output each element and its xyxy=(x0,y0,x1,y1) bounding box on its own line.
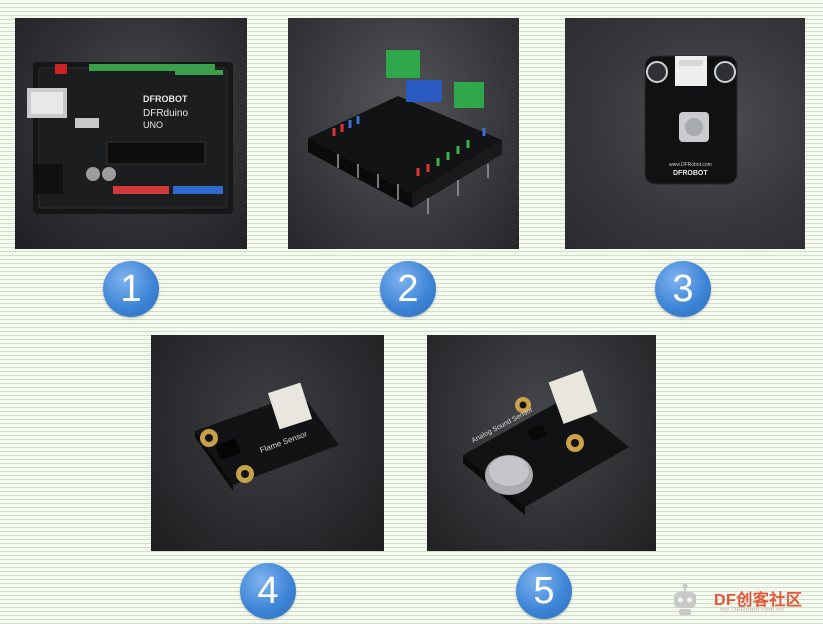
number-badge-2: 2 xyxy=(380,261,436,317)
sound-sensor-illustration: Analog Sound Sensor xyxy=(463,370,629,515)
robot-logo-icon xyxy=(674,583,696,615)
shield-illustration xyxy=(308,50,502,214)
watermark-url: mc.DFRobot.com.cn xyxy=(720,607,784,614)
watermark-brand-df: DF xyxy=(714,592,737,609)
uno-model-text: UNO xyxy=(143,120,163,130)
led-site-text: www.DFRobot.com xyxy=(669,162,712,168)
photo-led-module: www.DFRobot.com DFROBOT xyxy=(565,18,805,249)
watermark-brand: DF创客社区 xyxy=(714,586,802,610)
photo-sound-sensor: Analog Sound Sensor xyxy=(427,335,656,551)
led-module-illustration: www.DFRobot.com DFROBOT xyxy=(644,55,738,185)
photo-flame-sensor: Flame Sensor xyxy=(151,335,384,551)
uno-name-text: DFRduino xyxy=(143,108,188,119)
flame-sensor-illustration: Flame Sensor xyxy=(195,382,339,491)
number-badge-1: 1 xyxy=(103,261,159,317)
uno-brand-text: DFROBOT xyxy=(143,94,188,104)
photo-io-expansion-shield xyxy=(288,18,519,249)
watermark-brand-cn: 创客社区 xyxy=(736,592,803,609)
uno-board-illustration: DFROBOT DFRduino UNO xyxy=(27,62,233,214)
number-badge-3: 3 xyxy=(655,261,711,317)
number-badge-4: 4 xyxy=(240,563,296,619)
photo-dfrduino-uno: DFROBOT DFRduino UNO xyxy=(15,18,247,249)
number-badge-5: 5 xyxy=(516,563,572,619)
led-brand-text: DFROBOT xyxy=(673,170,708,177)
